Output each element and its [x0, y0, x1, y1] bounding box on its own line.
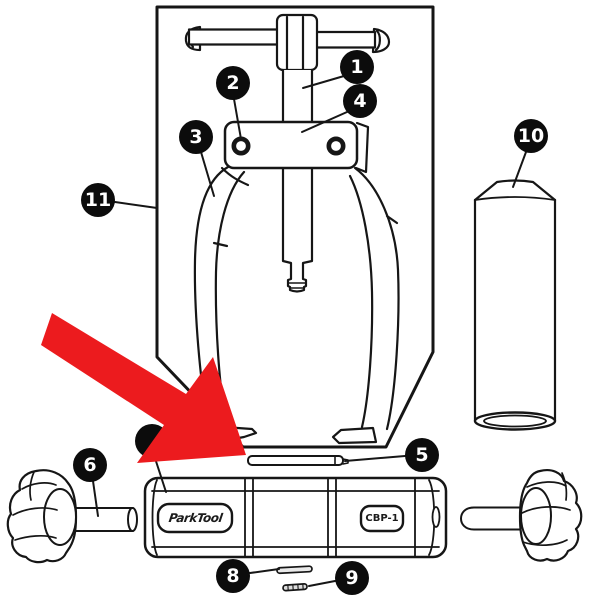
brand-badge	[156, 502, 234, 534]
sleeve-cylinder	[473, 179, 557, 431]
callout-1: 1	[340, 50, 374, 84]
model-number-text: CBP-1	[365, 513, 399, 524]
callout-6: 6	[73, 448, 107, 482]
callout-11: 11	[81, 183, 115, 217]
callout-8: 8	[216, 559, 250, 593]
callout-5: 5	[405, 438, 439, 472]
pilot-plate	[247, 455, 349, 466]
red-arrow	[41, 313, 246, 463]
right-knob	[460, 469, 583, 562]
left-knob	[6, 469, 138, 564]
leader-11	[114, 201, 158, 209]
leader-9	[308, 580, 336, 587]
leader-6	[92, 480, 99, 517]
leader-3	[200, 151, 215, 197]
leader-lines	[92, 75, 527, 587]
callout-2: 2	[216, 66, 250, 100]
callout-10: 10	[514, 119, 548, 153]
leader-5	[344, 455, 406, 462]
model-badge	[359, 504, 405, 533]
brand-logo-text: ParkTool	[167, 511, 224, 525]
callout-4: 4	[343, 84, 377, 118]
callout-3: 3	[179, 120, 213, 154]
leader-10	[512, 151, 527, 188]
leader-8	[249, 568, 280, 574]
leader-1	[302, 75, 345, 89]
puller-yoke	[223, 120, 359, 170]
small-pins	[276, 565, 313, 592]
leader-4	[301, 111, 348, 133]
enclosure-outline	[155, 5, 435, 449]
callout-9: 9	[335, 561, 369, 595]
leader-2	[233, 98, 242, 140]
tool-body	[143, 476, 448, 559]
